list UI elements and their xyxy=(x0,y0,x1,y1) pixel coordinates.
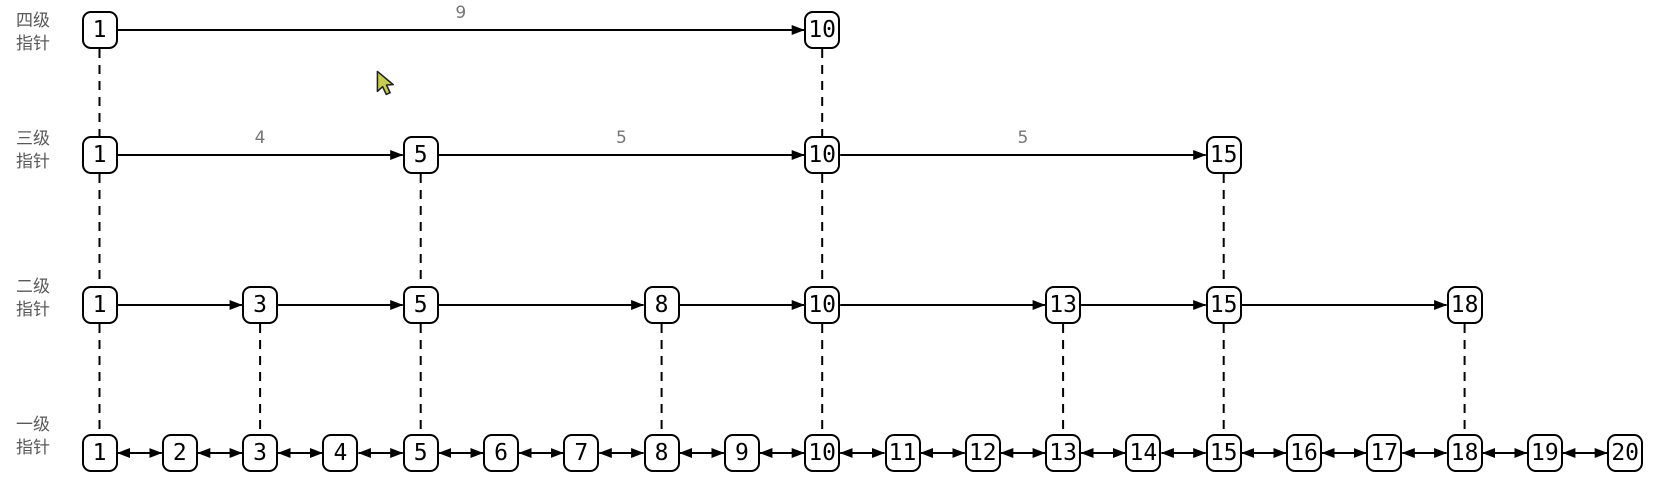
node-value: 9 xyxy=(734,439,749,466)
skiplist-level-1-node-11: 11 xyxy=(884,434,921,472)
node-value: 16 xyxy=(1290,439,1318,466)
node-value: 18 xyxy=(1450,291,1479,318)
node-value: 5 xyxy=(413,141,428,168)
skiplist-level-1-node-17: 17 xyxy=(1366,434,1403,472)
skiplist-level-1-node-1: 1 xyxy=(81,434,118,472)
skiplist-level-2-node-18: 18 xyxy=(1446,286,1483,324)
node-value: 12 xyxy=(968,439,997,466)
node-value: 1 xyxy=(92,16,107,43)
skiplist-level-2-node-8: 8 xyxy=(643,286,680,324)
mouse-cursor-icon xyxy=(376,70,394,96)
level-label-line: 指针 xyxy=(16,152,50,172)
node-value: 1 xyxy=(92,291,107,318)
span-count-label: 5 xyxy=(616,128,627,148)
level-label-line: 指针 xyxy=(16,300,50,320)
node-value: 17 xyxy=(1370,439,1399,466)
node-value: 10 xyxy=(808,439,837,466)
span-count-label: 5 xyxy=(1017,128,1029,148)
node-value: 7 xyxy=(574,439,589,466)
node-value: 1 xyxy=(92,141,107,168)
skiplist-level-1-node-6: 6 xyxy=(483,434,519,472)
skiplist-level-1-node-10: 10 xyxy=(804,434,841,472)
skiplist-level-3-node-5: 5 xyxy=(402,136,439,174)
skiplist-level-1-node-9: 9 xyxy=(723,434,760,472)
skiplist-level-2-node-3: 3 xyxy=(242,286,279,324)
skiplist-level-3-node-15: 15 xyxy=(1205,136,1242,174)
node-value: 5 xyxy=(413,439,428,466)
skiplist-level-1-node-4: 4 xyxy=(322,434,359,472)
skiplist-level-3-node-10: 10 xyxy=(804,136,841,174)
node-value: 10 xyxy=(808,16,837,43)
skiplist-level-1-node-8: 8 xyxy=(643,434,680,472)
node-value: 14 xyxy=(1129,439,1158,466)
skiplist-level-1-node-2: 2 xyxy=(161,434,198,472)
skiplist-level-1-node-3: 3 xyxy=(242,434,279,472)
skiplist-level-2-node-5: 5 xyxy=(402,286,439,324)
level-label-line: 四级 xyxy=(16,11,50,31)
node-value: 15 xyxy=(1209,439,1238,466)
skiplist-level-1-node-19: 19 xyxy=(1526,434,1563,472)
level-label-line: 一级 xyxy=(16,415,50,435)
skiplist-level-1-node-14: 14 xyxy=(1125,434,1162,472)
node-value: 20 xyxy=(1611,439,1640,466)
node-value: 3 xyxy=(253,291,268,318)
level-label-level-2: 二级指针 xyxy=(6,276,60,322)
skiplist-level-2-node-10: 10 xyxy=(804,286,841,324)
skiplist-level-1-node-20: 20 xyxy=(1607,434,1644,472)
level-label-line: 二级 xyxy=(16,277,50,297)
level-label-level-4: 四级指针 xyxy=(6,10,60,56)
node-value: 15 xyxy=(1209,141,1238,168)
node-value: 15 xyxy=(1209,291,1238,318)
skiplist-level-1-node-16: 16 xyxy=(1286,434,1322,472)
level-label-line: 指针 xyxy=(16,438,50,458)
node-value: 19 xyxy=(1531,439,1559,466)
level-label-line: 三级 xyxy=(16,129,50,149)
level-label-line: 指针 xyxy=(16,34,50,54)
node-value: 8 xyxy=(654,439,669,466)
node-value: 2 xyxy=(172,439,187,466)
skiplist-level-2-node-15: 15 xyxy=(1205,286,1242,324)
node-value: 3 xyxy=(253,439,268,466)
skiplist-level-3-node-1: 1 xyxy=(81,136,118,174)
node-value: 11 xyxy=(888,439,917,466)
node-value: 6 xyxy=(494,439,508,466)
node-value: 13 xyxy=(1049,291,1077,318)
level-label-level-3: 三级指针 xyxy=(6,128,60,174)
skiplist-level-1-node-12: 12 xyxy=(964,434,1001,472)
skiplist-level-4-node-10: 10 xyxy=(804,11,841,49)
skiplist-level-2-node-1: 1 xyxy=(81,286,118,324)
skiplist-level-1-node-15: 15 xyxy=(1205,434,1242,472)
node-value: 8 xyxy=(654,291,669,318)
node-value: 13 xyxy=(1049,439,1077,466)
node-value: 4 xyxy=(333,439,348,466)
node-value: 5 xyxy=(413,291,428,318)
span-count-label: 4 xyxy=(254,128,266,148)
span-count-label: 9 xyxy=(455,3,467,23)
node-value: 10 xyxy=(808,141,837,168)
skiplist-level-4-node-1: 1 xyxy=(81,11,118,49)
skiplist-level-1-node-5: 5 xyxy=(402,434,439,472)
node-value: 10 xyxy=(808,291,837,318)
skiplist-level-1-node-18: 18 xyxy=(1446,434,1483,472)
node-value: 18 xyxy=(1450,439,1479,466)
level-label-level-1: 一级指针 xyxy=(6,414,60,460)
skiplist-level-1-node-7: 7 xyxy=(563,434,600,472)
node-value: 1 xyxy=(92,439,107,466)
skiplist-level-2-node-13: 13 xyxy=(1045,286,1082,324)
skiplist-level-1-node-13: 13 xyxy=(1045,434,1082,472)
